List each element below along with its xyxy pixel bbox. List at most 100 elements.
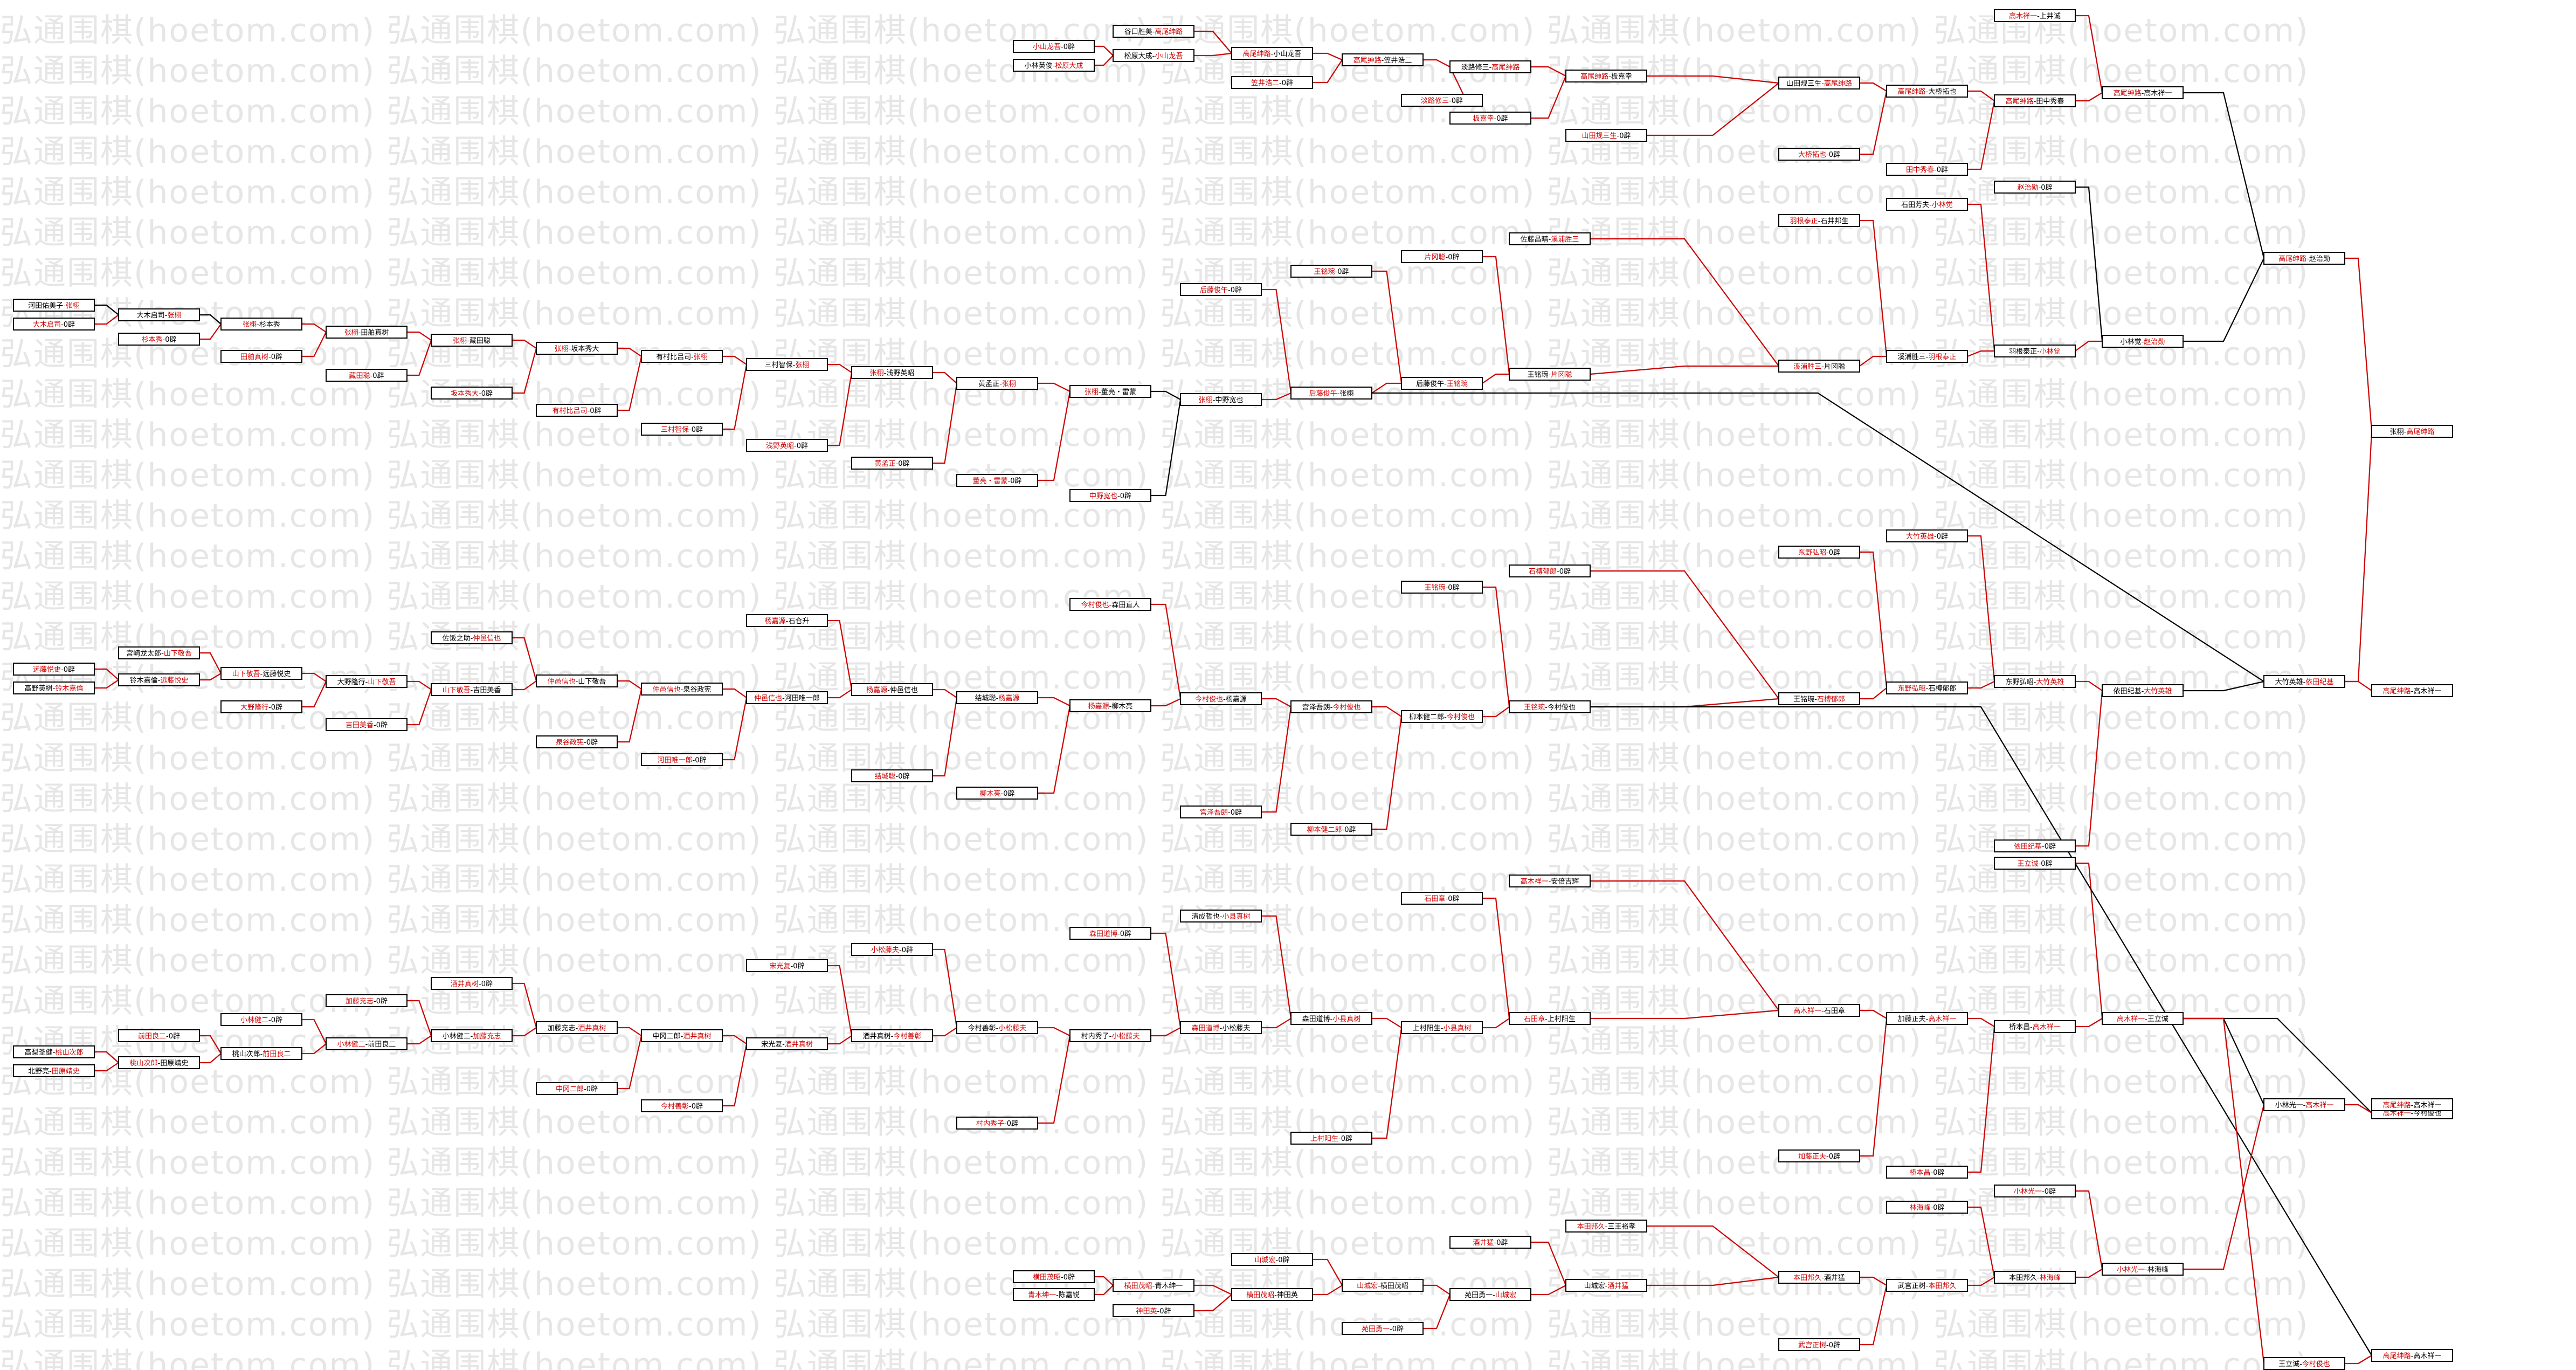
match-node-label-part: 大竹英雄 xyxy=(2275,678,2303,686)
bracket-connector xyxy=(722,697,748,761)
match-node-label-part: - xyxy=(1926,353,1929,361)
match-node-box xyxy=(1069,927,1151,940)
match-node-label-part: 高木祥一 xyxy=(2413,1101,2441,1110)
bracket-connector xyxy=(1482,586,1510,707)
bracket-connector xyxy=(94,1062,119,1072)
match-node-label: 高尾绅路-大桥拓也 xyxy=(1898,87,1957,96)
match-node-box xyxy=(956,691,1038,704)
match-node-label-part: 田舶真树 xyxy=(361,328,389,337)
bracket-connector xyxy=(1151,399,1182,497)
match-node-label-part: - xyxy=(569,345,571,353)
match-node-label: 小林英俊-松原大成 xyxy=(1025,62,1083,70)
match-node-label-part: - xyxy=(1821,1274,1824,1282)
bracket-connector xyxy=(2075,1190,2103,1270)
bracket-connector xyxy=(199,673,222,681)
match-node: 上村阳生-0辟 xyxy=(1290,1132,1372,1145)
match-node-box xyxy=(1886,1201,1968,1214)
match-node-label-part: 张栩 xyxy=(1002,380,1016,388)
match-node-label-part: - xyxy=(1099,388,1101,396)
match-node-label-part: 酒井猛 xyxy=(1824,1274,1845,1282)
match-node-label-part: - xyxy=(1441,1024,1444,1032)
match-node: 加藤正夫-0辟 xyxy=(1778,1149,1860,1162)
match-node-box xyxy=(1994,94,2076,107)
match-node-label-part: 山下敬吾 xyxy=(368,678,396,686)
match-node-box xyxy=(746,959,828,972)
bracket-connector xyxy=(1860,1018,1888,1157)
match-node-label: 笠井浩二-0辟 xyxy=(1251,79,1293,87)
match-node-label: 高尾绅路-板嘉幸 xyxy=(1580,72,1632,81)
match-node-label-part: 酒井真树 xyxy=(578,1024,606,1032)
bracket-connector xyxy=(1038,705,1071,794)
match-node: 藏田聪-0辟 xyxy=(326,369,408,382)
bracket-connector xyxy=(1590,880,1779,1011)
match-node-label-part: 田中秀春 xyxy=(2036,98,2064,106)
match-node-label-part: 吉田美香 xyxy=(346,721,374,729)
match-node-label-part: - xyxy=(1446,584,1448,592)
match-node-label-part: 0辟 xyxy=(902,946,913,954)
match-node-label-part: - xyxy=(166,1032,169,1041)
match-node-box xyxy=(1778,546,1860,559)
match-node-box xyxy=(1013,40,1095,53)
match-node: 坂本秀大-0辟 xyxy=(431,387,513,400)
match-node-label-part: 王立诚 xyxy=(2278,1360,2299,1368)
match-node-box xyxy=(220,1047,302,1060)
match-node-label-part: 田中秀春 xyxy=(1906,166,1934,174)
match-node-label: 高尾绅路-赵治勋 xyxy=(2278,254,2330,263)
match-node: 森田道博-小县真树 xyxy=(1290,1012,1372,1025)
match-node-label-part: - xyxy=(2142,687,2144,696)
match-node-box xyxy=(1994,675,2076,688)
match-node-label-part: 片冈聪 xyxy=(1425,253,1446,261)
match-node-box xyxy=(1994,345,2076,357)
match-node-box xyxy=(1994,181,2076,194)
match-node-label-part: 黄孟正 xyxy=(978,380,999,388)
match-node-label-part: 苑田勇一 xyxy=(1465,1291,1493,1299)
bracket-connector xyxy=(827,965,853,1036)
match-node-label: 本田邦久-林海峰 xyxy=(2009,1274,2061,1282)
match-node-box xyxy=(2263,1098,2345,1111)
match-node: 王立诚-今村俊也 xyxy=(2263,1357,2345,1370)
match-node-label-part: - xyxy=(1931,1204,1933,1212)
match-node-label: 坂本秀大-0辟 xyxy=(451,390,493,398)
match-node-label-part: 张栩 xyxy=(870,369,884,377)
match-node-label: 宫泽吾朗-今村俊也 xyxy=(1302,703,1361,712)
match-node-label: 今村俊也-森田直人 xyxy=(1081,601,1140,609)
bracket-connector xyxy=(302,672,327,682)
match-node-label: 东野弘昭-0辟 xyxy=(1798,549,1840,557)
match-node-label-part: - xyxy=(2037,1274,2040,1282)
match-node-label-part: 依田纪基 xyxy=(2114,687,2142,696)
match-node: 石榑郁郎-0辟 xyxy=(1509,564,1591,577)
match-node-label-part: 三村智保 xyxy=(765,361,793,369)
match-node-box xyxy=(326,369,408,382)
match-node-label-part: 羽根泰正 xyxy=(2009,348,2037,356)
match-node: 中冈二郎-0辟 xyxy=(536,1082,618,1095)
bracket-connector xyxy=(1531,1285,1566,1296)
match-node-label-part: 高木祥一 xyxy=(2144,89,2172,98)
match-node-label-part: 上村阳生 xyxy=(1548,1015,1576,1023)
match-node: 高尾绅路-赵治勋 xyxy=(2263,252,2345,265)
bracket-connector xyxy=(199,314,222,325)
match-node: 泉谷政宪-0辟 xyxy=(536,735,618,748)
match-node-box xyxy=(13,1045,95,1058)
match-node-label: 桥本昌-0辟 xyxy=(1910,1169,1945,1177)
match-node: 杨嘉源-仲邑信也 xyxy=(851,683,933,696)
match-node-label: 横田茂昭-0辟 xyxy=(1033,1273,1075,1282)
match-node: 小林光一-高木祥一 xyxy=(2263,1098,2345,1111)
match-node-label-part: 有村比吕司 xyxy=(553,407,588,415)
match-node-label-part: 高尾绅路 xyxy=(2383,1101,2411,1110)
bracket-connector xyxy=(1967,1206,1995,1278)
match-node-label-part: 高尾绅路 xyxy=(2278,254,2306,263)
bracket-connector xyxy=(94,314,119,325)
match-node-label-part: - xyxy=(1152,52,1155,60)
bracket-connector xyxy=(1482,706,1510,718)
match-node-label-part: - xyxy=(53,685,56,693)
bracket-connector xyxy=(512,1027,537,1037)
match-node-label-part: 0辟 xyxy=(797,442,808,450)
match-node: 董亮・雷蒙-0辟 xyxy=(956,474,1038,487)
match-node-label-part: 浅野英昭 xyxy=(886,369,914,377)
match-node-label-part: 桃山次郎 xyxy=(232,1050,260,1058)
match-node-label-part: 石仓升 xyxy=(788,617,809,625)
bracket-connector xyxy=(2075,862,2103,1019)
match-node-label-part: - xyxy=(1444,380,1447,388)
match-node-box xyxy=(1401,1021,1483,1034)
match-node-box xyxy=(431,1029,513,1042)
